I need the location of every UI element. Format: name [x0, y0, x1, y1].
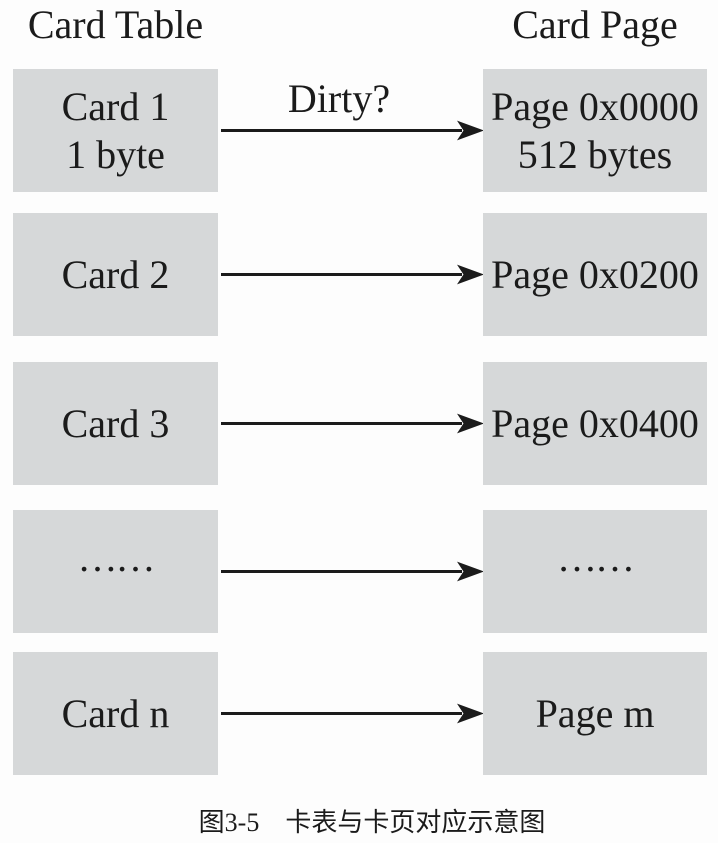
figure-caption: 图3-5 卡表与卡页对应示意图: [198, 808, 546, 837]
card-box-2: Card 2: [13, 213, 218, 336]
card-box-label: Card 3: [61, 400, 170, 446]
page-box-label: Page 0x0200: [491, 251, 699, 297]
page-box-1: Page 0x0000 512 bytes: [483, 69, 707, 192]
card-box-label: ……: [77, 535, 156, 581]
card-box-1: Card 1 1 byte: [13, 69, 218, 192]
card-box-label: Card n: [61, 690, 170, 736]
card-box-ellipsis: ……: [13, 510, 218, 633]
arrow-line: [221, 272, 462, 276]
mapping-arrow-4: [218, 510, 484, 633]
mapping-arrow-5: [218, 652, 484, 775]
card-box-sublabel: 1 byte: [66, 131, 165, 177]
card-box-label: Card 2: [61, 251, 170, 297]
card-page-header: Card Page: [512, 2, 678, 47]
mapping-row-1: Card 1 1 byte Dirty? Page 0x0000 512 byt…: [0, 69, 718, 192]
arrow-line: [221, 421, 462, 425]
page-box-3: Page 0x0400: [483, 362, 707, 485]
mapping-row-3: Card 3 Page 0x0400: [0, 362, 718, 485]
page-box-label: ……: [557, 535, 635, 581]
page-box-label: Page m: [535, 690, 655, 736]
page-box-2: Page 0x0200: [483, 213, 707, 336]
mapping-arrow-3: [218, 362, 484, 485]
arrow-line: [221, 128, 462, 132]
arrow-line: [221, 569, 462, 573]
card-box-n: Card n: [13, 652, 218, 775]
page-box-label: Page 0x0400: [491, 400, 699, 446]
page-box-m: Page m: [483, 652, 707, 775]
page-box-sublabel: 512 bytes: [517, 131, 673, 177]
page-box-ellipsis: ……: [483, 510, 707, 633]
card-table-header: Card Table: [27, 2, 204, 47]
mapping-row-n: Card n Page m: [0, 652, 718, 775]
page-box-label: Page 0x0000: [491, 83, 699, 129]
mapping-arrow-1: Dirty?: [218, 69, 484, 192]
mapping-arrow-2: [218, 213, 484, 336]
card-box-3: Card 3: [13, 362, 218, 485]
mapping-row-ellipsis: …… ……: [0, 510, 718, 633]
mapping-row-2: Card 2 Page 0x0200: [0, 213, 718, 336]
card-box-label: Card 1: [61, 83, 170, 129]
dirty-label: Dirty?: [287, 75, 391, 121]
arrow-line: [221, 711, 462, 715]
